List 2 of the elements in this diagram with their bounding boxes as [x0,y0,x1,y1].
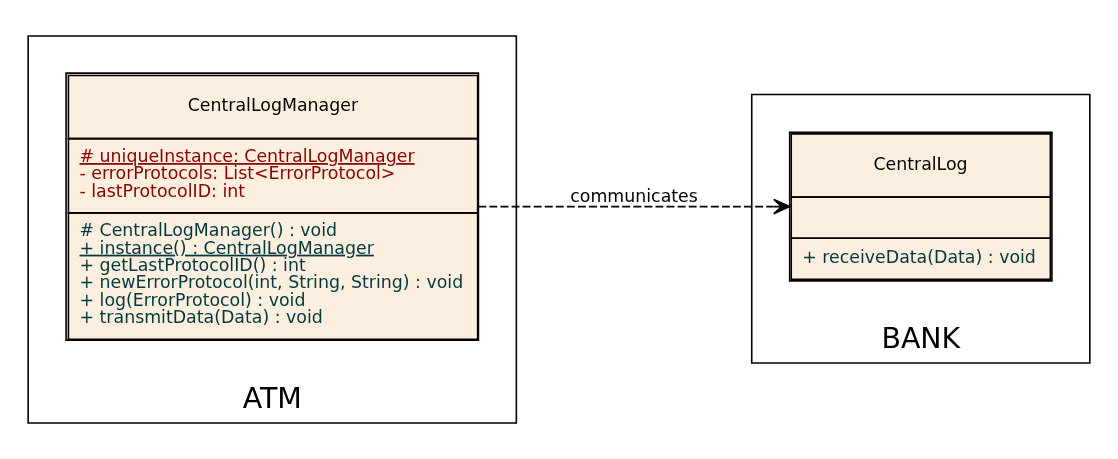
edge-label: communicates [570,185,698,206]
arrow [477,198,791,215]
